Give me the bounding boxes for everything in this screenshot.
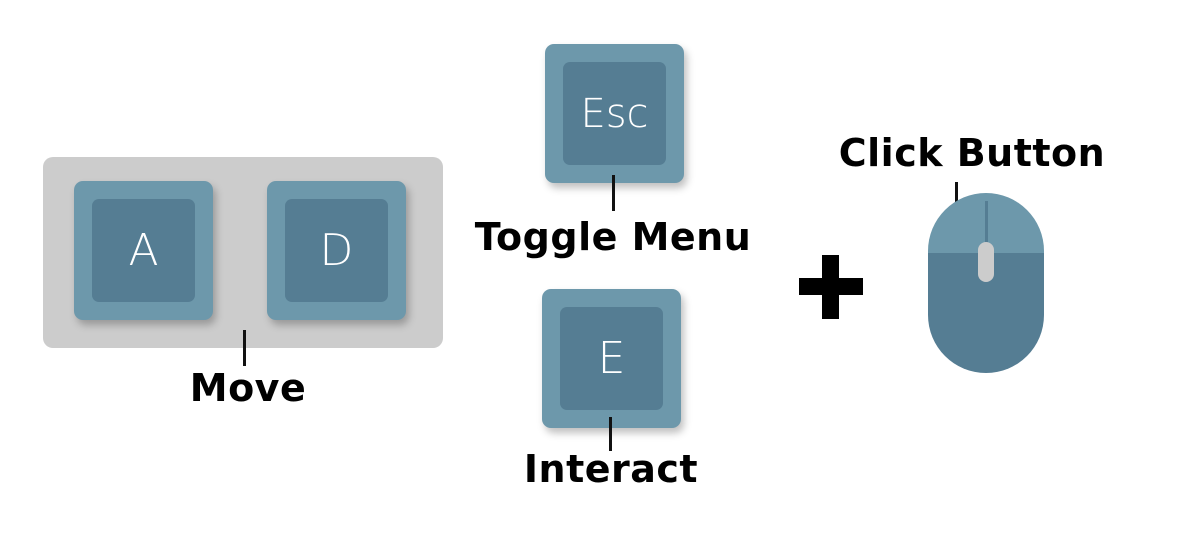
key-a-label: A — [128, 225, 159, 276]
key-d-label: D — [319, 225, 354, 276]
mouse-icon — [928, 193, 1044, 373]
key-a-face: A — [92, 199, 195, 302]
mouse-svg — [928, 193, 1044, 373]
plus-icon-svg — [799, 255, 863, 319]
interact-label: Interact — [523, 447, 699, 491]
key-e-label: E — [597, 333, 626, 384]
key-d: D — [267, 181, 406, 320]
mouse-button-divider — [985, 201, 988, 246]
interact-connector-line — [609, 417, 612, 451]
key-esc-face: Esc — [563, 62, 666, 165]
move-connector-line — [243, 330, 246, 366]
toggle-menu-label: Toggle Menu — [474, 215, 752, 259]
key-esc-label: Esc — [580, 90, 649, 137]
toggle-menu-connector-line — [612, 175, 615, 211]
move-label: Move — [189, 366, 307, 410]
key-e: E — [542, 289, 681, 428]
key-esc: Esc — [545, 44, 684, 183]
click-button-label: Click Button — [838, 131, 1106, 175]
key-e-face: E — [560, 307, 663, 410]
mouse-wheel — [978, 242, 994, 282]
click-button-connector-line — [955, 182, 958, 217]
key-d-face: D — [285, 199, 388, 302]
plus-icon — [799, 255, 863, 319]
key-a: A — [74, 181, 213, 320]
